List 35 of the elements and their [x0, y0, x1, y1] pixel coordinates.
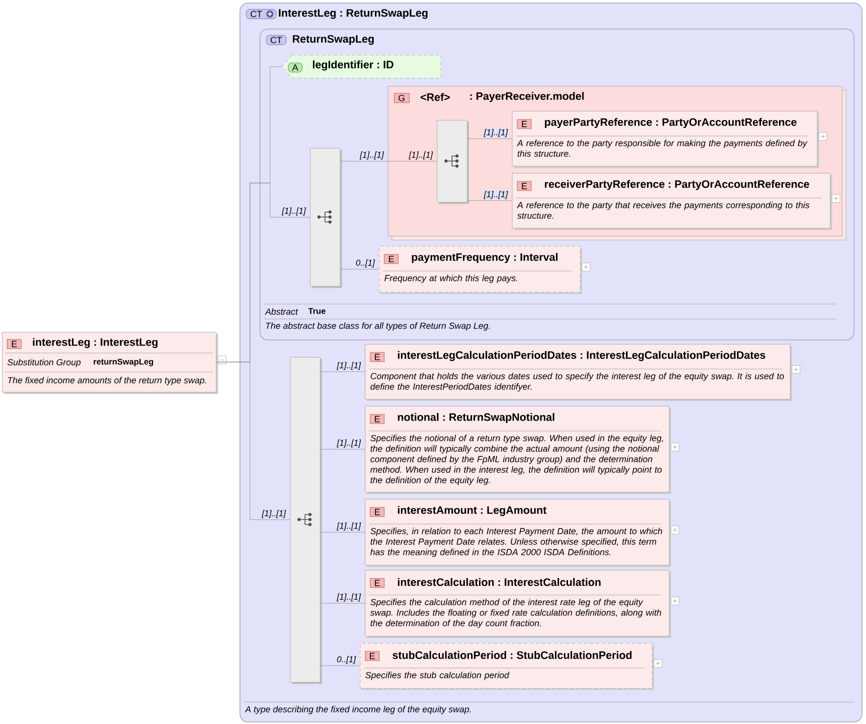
element-box: E receiverPartyReference : PartyOrAccountReference A reference to the party that receives the payments corresponding to this structure. [512, 173, 832, 230]
element-box: E stubCalculationPeriod : StubCalculationPeriod Specifies the stub calculation period [360, 643, 654, 690]
badge: A [288, 62, 302, 72]
attribute-box: A legIdentifier : ID [282, 54, 442, 78]
cardinality-label: 0..[1] [354, 258, 376, 268]
badge: G [394, 93, 410, 103]
badge: E [517, 181, 532, 191]
connector-line [467, 200, 512, 201]
connector-line [340, 269, 380, 270]
badge: E [7, 339, 22, 349]
connector-line [388, 161, 438, 162]
element-box: E interestCalculation : InterestCalculation Specifies the calculation method of the interest rate leg of the equity swap. Includes the floating or fixed rate calculation definitions, along with the determination of the day count fraction. [365, 570, 671, 638]
connector-line [340, 161, 388, 162]
connector-line [467, 138, 512, 139]
connector-line [216, 362, 290, 520]
badge: E [370, 507, 384, 517]
badge: E [370, 414, 384, 424]
element-box: E interestLegCalculationPeriodDates : InterestLegCalculationPeriodDates Component that holds the various dates used to specify the interest leg of the equity swap. It is used to define the InterestPeriodDates identifyer. [365, 344, 792, 401]
badge: CT [266, 35, 286, 45]
cardinality-label: 0..[1] [336, 655, 357, 665]
badge: E [384, 254, 398, 264]
sequence-compositor [290, 357, 322, 684]
connector-line [320, 449, 366, 450]
badge: E [370, 578, 384, 588]
element-box: E payerPartyReference : PartyOrAccountReference A reference to the party responsible for making the payments defined by this structure. [512, 111, 819, 168]
element-box: E interestLeg : InterestLeg Substitution Group returnSwapLeg The fixed income amounts of the return type swap. [2, 332, 218, 394]
element-box: E interestAmount : LegAmount Specifies, in relation to each Interest Payment Date, the amount to which the Interest Payment Date relates. Unless otherwise specified, this term has the meaning defined in the ISDA 2000 ISDA Definitions. [365, 499, 671, 567]
element-box: E notional : ReturnSwapNotional Specifies the notional of a return type swap. When used in the equity leg, the definition will typically combine the actual amount (using the notional component defined by the FpML industry group) and the determination method. When used in the interest leg, the definition will typically point to the definition of the equity leg. [365, 406, 671, 494]
connector-line [320, 603, 366, 604]
badge: E [370, 352, 384, 362]
sequence-compositor [437, 120, 469, 204]
sequence-compositor [310, 148, 342, 288]
badge: E [517, 119, 532, 129]
element-box: E paymentFrequency : Interval Frequency at which this leg pays. [379, 246, 582, 294]
badge: E [365, 651, 380, 661]
